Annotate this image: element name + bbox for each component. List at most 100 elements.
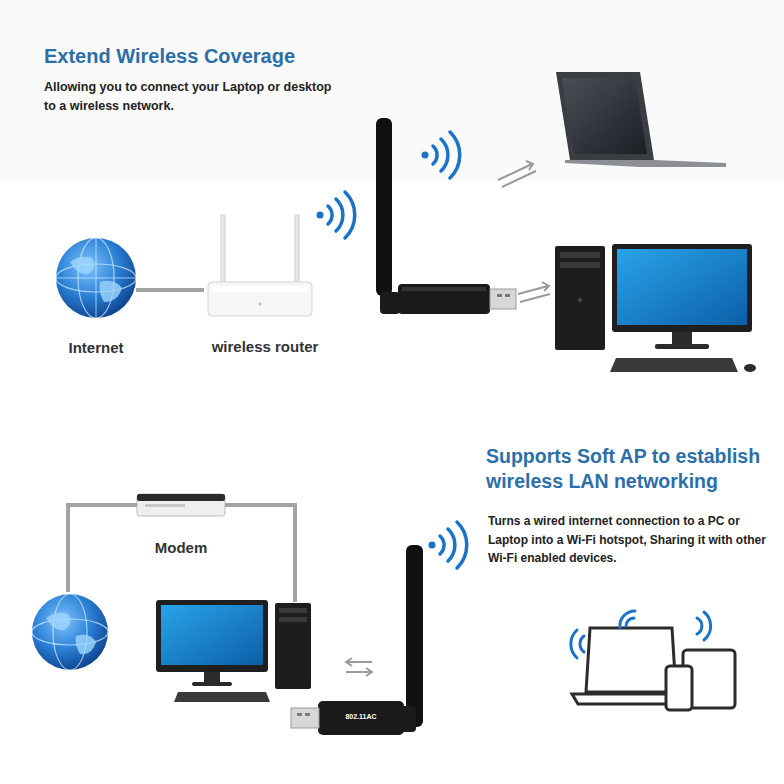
wifi-signal [317, 212, 324, 219]
cable [68, 505, 295, 602]
usb-wifi-adapter [380, 292, 400, 314]
section-heading: Supports Soft AP to establish wireless L… [486, 444, 778, 495]
wifi-signal [457, 522, 467, 568]
wifi-signal [441, 139, 448, 171]
desktop-computer [156, 600, 311, 702]
usb-wifi-adapter [291, 545, 423, 735]
usb-wifi-adapter [490, 289, 516, 309]
usb-wifi-adapter [505, 294, 510, 297]
double-arrow [502, 171, 536, 187]
desktop-computer [578, 298, 582, 302]
modem-icon [137, 494, 225, 501]
desktop-computer [275, 603, 311, 689]
internet-node: Internet [56, 232, 136, 356]
wifi-signal [580, 636, 584, 652]
desktop-computer [612, 244, 752, 332]
modem-icon [145, 504, 185, 507]
usb-wifi-adapter [305, 713, 310, 716]
usb-wifi-adapter [398, 284, 490, 314]
usb-wifi-adapter [376, 118, 392, 296]
wifi-signal [317, 192, 355, 238]
laptop-icon [556, 72, 726, 167]
section-heading: Extend Wireless Coverage [44, 44, 364, 68]
desktop-computer [655, 344, 709, 349]
cable [225, 505, 295, 602]
desktop-computer [672, 332, 692, 346]
desktop-computer [279, 617, 307, 622]
wifi-signal [336, 199, 343, 231]
usb-wifi-adapter [318, 701, 404, 735]
usb-wifi-adapter [297, 713, 302, 716]
wifi-signal [704, 612, 711, 640]
wifi-signal [620, 611, 635, 628]
wifi-signal [448, 529, 455, 561]
globe-icon [53, 594, 87, 670]
adapter-marking: 802.11AC [320, 713, 402, 721]
laptop-icon [565, 160, 726, 167]
desktop-computer [555, 246, 605, 350]
double-arrow [346, 658, 372, 676]
double-arrow [518, 282, 549, 294]
router-icon [221, 215, 225, 287]
desktop-computer [560, 252, 600, 258]
wifi-signal [345, 192, 355, 238]
wireless-devices [666, 666, 692, 710]
laptop-icon [562, 78, 647, 154]
wifi-signal [450, 132, 460, 178]
router-icon [208, 215, 312, 316]
node-caption: Modem [128, 539, 234, 556]
node-caption: wireless router [204, 338, 326, 355]
wifi-signal [422, 152, 429, 159]
double-arrow [520, 294, 550, 302]
wifi-signal [626, 618, 634, 626]
wifi-signal [328, 206, 332, 224]
desktop-computer [156, 600, 268, 672]
double-arrow [346, 668, 372, 676]
modem-icon [137, 494, 225, 516]
desktop-computer [560, 262, 600, 268]
usb-wifi-adapter [406, 545, 423, 727]
usb-wifi-adapter [402, 287, 486, 291]
globe-icon [32, 594, 108, 670]
desktop-computer [174, 692, 270, 702]
desktop-computer [617, 249, 747, 325]
wifi-signal [429, 542, 436, 549]
globe-icon [96, 238, 97, 318]
node-caption: Internet [56, 339, 136, 356]
wifi-signal [433, 146, 437, 164]
desktop-computer [610, 358, 738, 372]
router-node: wireless router [204, 208, 326, 355]
globe-icon [56, 238, 136, 318]
usb-wifi-adapter [497, 294, 502, 297]
usb-wifi-adapter [291, 708, 319, 728]
desktop-computer [279, 608, 307, 613]
cable [136, 288, 204, 292]
wifi-signal [571, 611, 711, 658]
double-arrow [498, 161, 533, 180]
wifi-signal [422, 132, 460, 178]
wifi-signal [571, 630, 577, 658]
laptop-icon [556, 72, 654, 160]
description-text: Turns a wired internet connection to a P… [488, 512, 776, 568]
router-icon [212, 286, 308, 292]
globe-icon [70, 257, 122, 302]
router-icon [208, 282, 312, 316]
desktop-computer [744, 364, 756, 372]
router-icon [259, 303, 262, 306]
desktop-computer [192, 682, 232, 686]
desktop-computer [161, 605, 263, 665]
wifi-signal [440, 536, 444, 554]
wireless-devices [572, 628, 735, 710]
cable [68, 505, 137, 592]
globe-icon [56, 238, 136, 318]
desktop-computer [555, 244, 756, 372]
globe-icon [46, 613, 96, 655]
wireless-devices [586, 628, 676, 692]
globe-icon [32, 594, 108, 670]
wifi-signal [697, 618, 702, 634]
router-icon [295, 215, 299, 287]
wifi-signal [429, 522, 467, 568]
usb-wifi-adapter [376, 118, 516, 314]
